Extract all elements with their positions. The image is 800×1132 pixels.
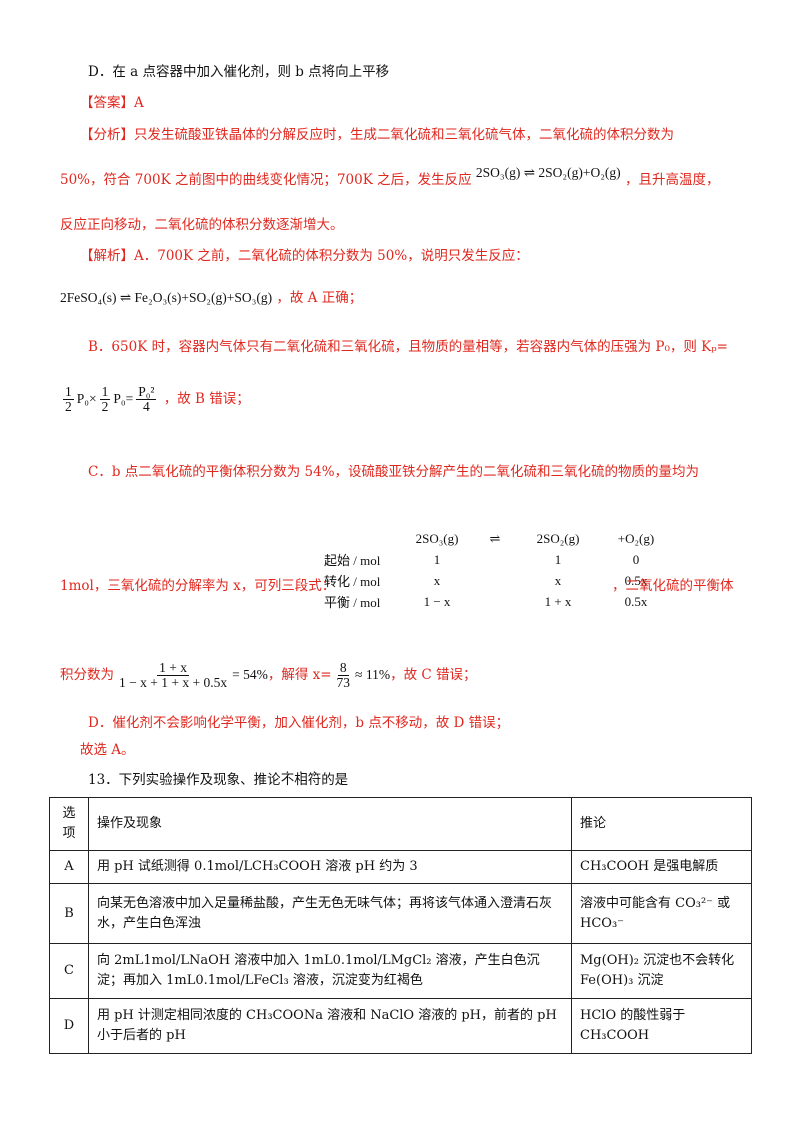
reaction-equation-feso4: 2FeSO₄(s) ⇌ Fe₂O₃(s)+SO₂(g)+SO₃(g) [60,290,273,305]
analysis-line-3: 反应正向移动，二氧化硫的体积分数逐渐增大。 [60,217,344,233]
analysis-line-1: 【分析】只发生硫酸亚铁晶体的分解反应时，生成二氧化硫和三氧化硫气体，二氧化硫的体… [80,123,674,143]
table-row: C 向 2mL1mol/LNaOH 溶液中加入 1mL0.1mol/LMgCl₂… [49,943,752,1000]
explain-b-end: ，故 B 错误； [163,391,250,408]
explain-a-line: 【解析】A．700K 之前，二氧化硫的体积分数为 50%，说明只发生反应： [80,244,529,264]
final-answer: 故选 A。 [80,742,135,758]
explain-a-equation-line: 2FeSO₄(s) ⇌ Fe₂O₃(s)+SO₂(g)+SO₃(g) ，故 A … [60,286,362,306]
table-header-row: 选项 操作及现象 推论 [49,796,752,852]
explain-c-mid-a: 1mol，三氧化硫的分解率为 x，可列三段式： [60,578,336,594]
table-row: D 用 pH 计测定相同浓度的 CH₃COONa 溶液和 NaClO 溶液的 p… [49,998,752,1055]
question-13-stem: 13．下列实验操作及现象、推论不相符的是 [88,768,348,788]
stage-reactant: 2SO₃(g) [415,530,459,546]
analysis-text-2a: 50%，符合 700K 之前图中的曲线变化情况；700K 之后，发生反应 [60,172,472,188]
explain-c-line: C．b 点二氧化硫的平衡体积分数为 54%，设硫酸亚铁分解产生的二氧化硫和三氧化… [88,464,700,480]
stage-header-row: 2SO₃(g) ⇌ 2SO₂(g) +O₂(g) [320,528,670,549]
reaction-equation-so3: 2SO₃(g) ⇌ 2SO₂(g)+O₂(g) [475,165,621,180]
stage-row-initial: 起始 / mol 1 1 0 [324,551,640,569]
stage-product-so2: 2SO₂(g) [536,530,580,546]
stage-product-o2: +O₂(g) [617,530,655,546]
answer-line: 【答案】A [80,95,144,111]
explain-a-end: ，故 A 正确； [276,290,363,306]
table-row: A 用 pH 试纸测得 0.1mol/LCH₃COOH 溶液 pH 约为 3 C… [49,850,752,885]
stage-row-equilibrium: 平衡 / mol 1 − x 1 + x 0.5x [324,593,648,611]
header-option: 选项 [49,796,89,852]
analysis-text-1: 只发生硫酸亚铁晶体的分解反应时，生成二氧化硫和三氧化硫气体，二氧化硫的体积分数为 [134,127,674,143]
analysis-line-2: 50%，符合 700K 之前图中的曲线变化情况；700K 之后，发生反应 2SO… [60,165,720,188]
analysis-tag: 【分析】 [80,127,134,143]
question-13-table: 选项 操作及现象 推论 A 用 pH 试纸测得 0.1mol/LCH₃COOH … [49,796,752,1055]
option-d-text: D．在 a 点容器中加入催化剂，则 b 点将向上平移 [88,64,390,80]
explain-d-line: D．催化剂不会影响化学平衡，加入催化剂，b 点不移动，故 D 错误； [88,715,510,731]
header-inference: 推论 [571,796,752,852]
explain-c-mid-b: ，二氧化硫的平衡体 [612,578,734,594]
stage-row-change: 转化 / mol x x 0.5x [324,572,648,590]
three-stage-table: 2SO₃(g) ⇌ 2SO₂(g) +O₂(g) 起始 / mol 1 1 0 … [320,528,670,612]
explain-a-text: A．700K 之前，二氧化硫的体积分数为 50%，说明只发生反应： [134,248,529,264]
table-row: B 向某无色溶液中加入足量稀盐酸，产生无色无味气体；再将该气体通入澄清石灰水，产… [49,883,752,945]
stage-arrow: ⇌ [489,530,501,546]
explain-tag: 【解析】 [80,248,134,264]
explain-b-line: B．650K 时，容器内气体只有二氧化硫和三氧化硫，且物质的量相等，若容器内气体… [88,339,728,355]
header-operation: 操作及现象 [88,796,572,852]
analysis-text-2b: ，且升高温度， [624,172,720,188]
